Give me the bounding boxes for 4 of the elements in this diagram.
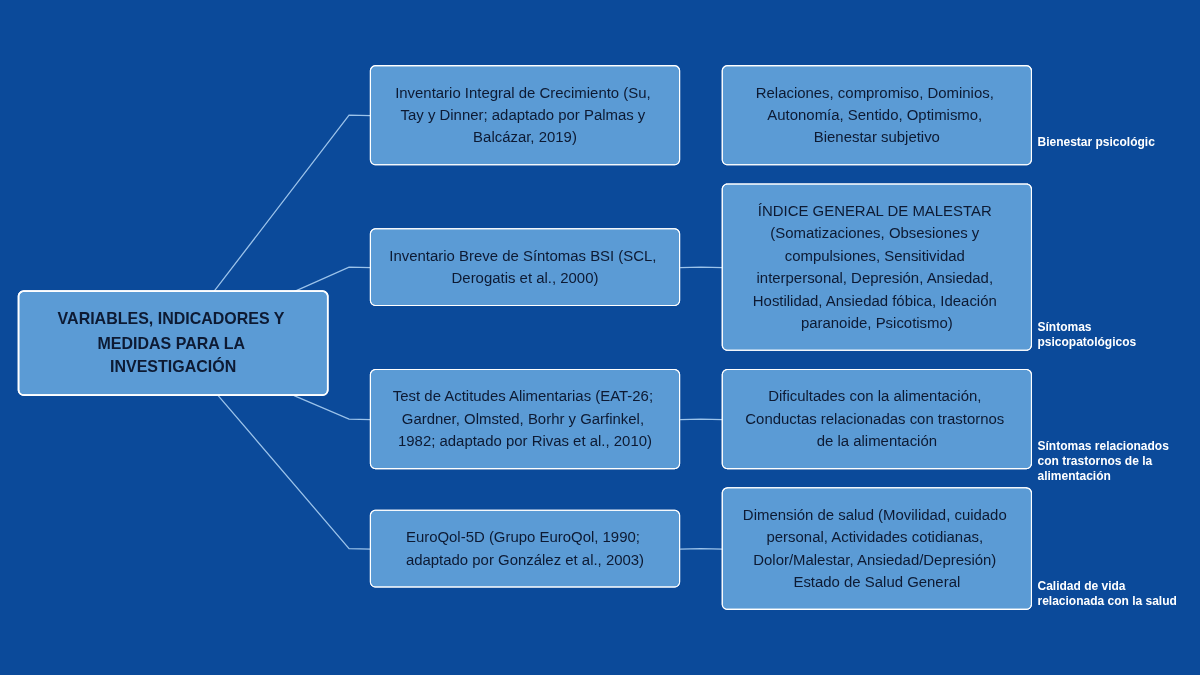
side-label: Bienestar psicológic [1037, 134, 1156, 150]
side-label: Síntomas psicopatológicos [1037, 320, 1138, 351]
side-label: Síntomas relacionados con trastornos de la alimentación [1037, 438, 1170, 484]
side-label: Calidad de vida relacionada con la salud [1037, 579, 1178, 610]
